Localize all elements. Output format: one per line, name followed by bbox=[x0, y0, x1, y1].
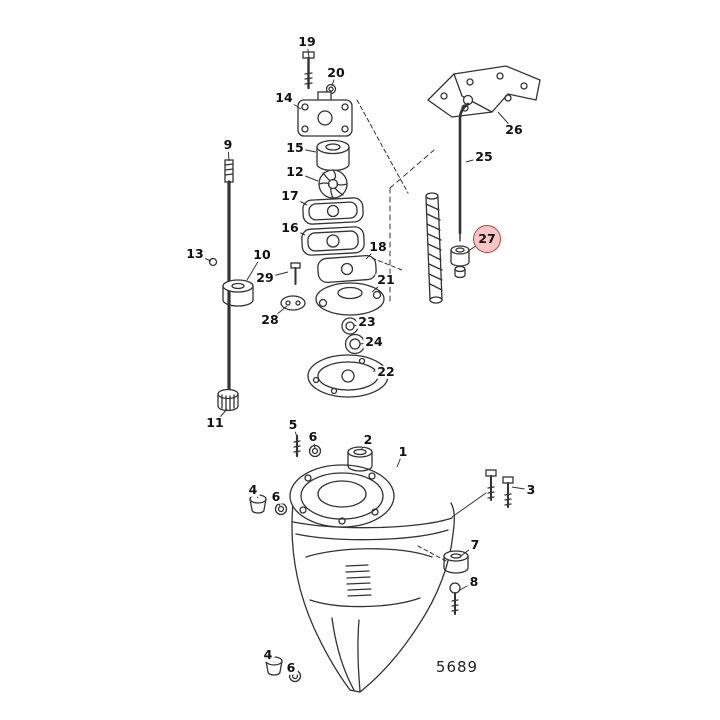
callout-4[interactable]: 4 bbox=[246, 481, 260, 497]
callout-13[interactable]: 13 bbox=[184, 245, 206, 261]
callout-6[interactable]: 6 bbox=[269, 488, 283, 504]
callout-4[interactable]: 4 bbox=[261, 646, 275, 662]
callout-22[interactable]: 22 bbox=[375, 363, 397, 379]
callout-11[interactable]: 11 bbox=[204, 414, 226, 430]
callout-1[interactable]: 1 bbox=[396, 443, 410, 459]
callout-8[interactable]: 8 bbox=[467, 573, 481, 589]
diagram-number: 5689 bbox=[435, 658, 479, 676]
callout-25[interactable]: 25 bbox=[473, 148, 495, 164]
callout-3[interactable]: 3 bbox=[524, 481, 538, 497]
callout-12[interactable]: 12 bbox=[284, 163, 306, 179]
shift-shaft-assembly bbox=[389, 65, 541, 304]
callout-20[interactable]: 20 bbox=[325, 64, 347, 80]
callout-28[interactable]: 28 bbox=[259, 311, 281, 327]
pump-cover bbox=[297, 99, 353, 137]
callout-6[interactable]: 6 bbox=[306, 428, 320, 444]
gearcase-housing bbox=[289, 464, 487, 693]
retainer-clip bbox=[208, 257, 218, 267]
driveshaft-assembly bbox=[208, 159, 254, 412]
callout-26[interactable]: 26 bbox=[503, 121, 525, 137]
callout-27-highlighted[interactable]: 27 bbox=[473, 225, 501, 253]
gearcase-flange bbox=[289, 464, 395, 528]
callout-18[interactable]: 18 bbox=[367, 238, 389, 254]
callout-29[interactable]: 29 bbox=[254, 269, 276, 285]
callout-16[interactable]: 16 bbox=[279, 219, 301, 235]
callout-5[interactable]: 5 bbox=[286, 416, 300, 432]
callout-21[interactable]: 21 bbox=[375, 271, 397, 287]
callout-9[interactable]: 9 bbox=[221, 136, 235, 152]
callout-7[interactable]: 7 bbox=[468, 536, 482, 552]
callout-17[interactable]: 17 bbox=[279, 187, 301, 203]
callout-14[interactable]: 14 bbox=[273, 89, 295, 105]
gearcase-body bbox=[291, 502, 455, 693]
callout-19[interactable]: 19 bbox=[296, 33, 318, 49]
callout-2[interactable]: 2 bbox=[361, 431, 375, 447]
callout-23[interactable]: 23 bbox=[356, 313, 378, 329]
callout-15[interactable]: 15 bbox=[284, 139, 306, 155]
callout-6[interactable]: 6 bbox=[284, 659, 298, 675]
callout-24[interactable]: 24 bbox=[363, 333, 385, 349]
shift-shaft bbox=[458, 102, 470, 235]
water-pump-assembly bbox=[280, 51, 409, 398]
callout-10[interactable]: 10 bbox=[251, 246, 273, 262]
